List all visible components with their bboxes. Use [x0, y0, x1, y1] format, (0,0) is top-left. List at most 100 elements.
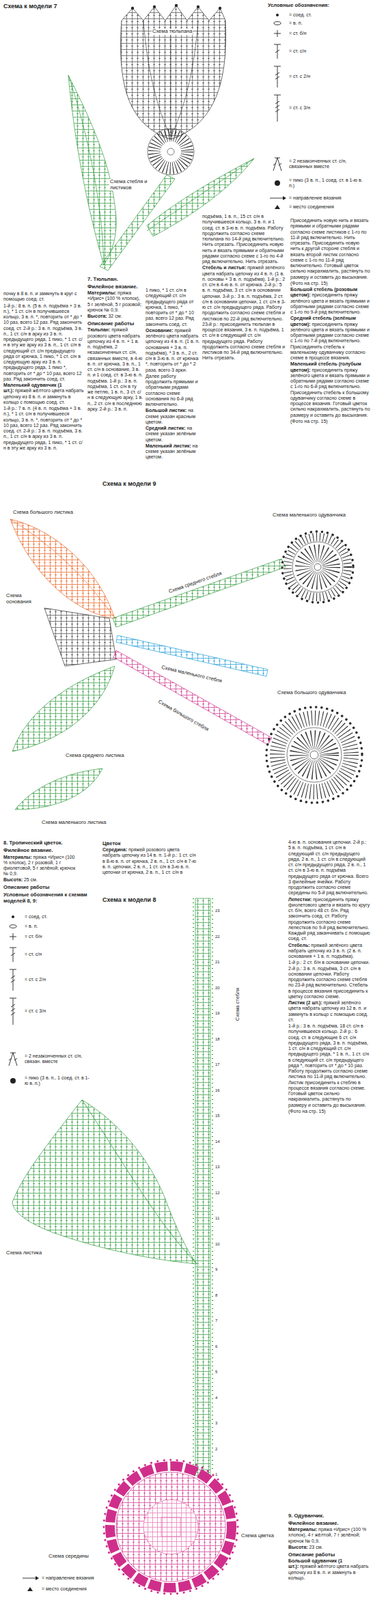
legend-text: = соед. ст. — [288, 12, 369, 18]
symbol-stroke — [273, 30, 281, 37]
legend-text: = ст. с 3/н — [288, 105, 369, 111]
symbol-stroke — [22, 1578, 36, 1579]
dandelion-charts — [10, 519, 363, 810]
legend-row: = ст. с 3/н — [3, 997, 90, 1025]
paragraph: Большой одуванчик (1 шт.):пряжей жёлтого… — [288, 1558, 371, 1581]
paragraph: Высота:23 см. — [288, 1544, 371, 1551]
row-number: 9 — [214, 1267, 218, 1273]
section-heading: Филейное вязание. — [288, 1520, 371, 1527]
bold-lead: Материалы: — [3, 854, 33, 860]
row-number-box: 23 — [214, 902, 221, 915]
stitch-symbol — [20, 1575, 40, 1581]
row-number: 16 — [214, 1088, 221, 1094]
legend-text: = пико (3 в. п., 1 соед. ст. в 1-ю в. п.… — [288, 177, 369, 190]
row-number: 11 — [214, 1216, 220, 1221]
schema-label: Схема тюльпана — [151, 28, 193, 35]
paragraph: Стебель:пряжей зелёного цвета набрать це… — [288, 942, 371, 960]
paragraph: 1 пико, * 1 ст. с/н в следующий ст. с/н … — [145, 287, 201, 328]
row-number: 4 — [214, 1395, 218, 1401]
stitch-symbol — [3, 1052, 23, 1066]
symbol-stroke — [9, 947, 17, 962]
paragraph: 1-й р.: 2 ст. б/н в основании цепочки. 2… — [288, 959, 371, 1000]
legend-row: = пико (3 в. п., 1 соед. ст. в 1-ю в. п.… — [3, 1075, 90, 1087]
stitch-symbol — [3, 914, 23, 919]
paragraph: Средний листик:на схеме указан зелёным ц… — [145, 425, 201, 443]
bold-lead: Маленький листик: — [145, 443, 192, 449]
bold-lead: Высота: — [288, 1544, 309, 1550]
text-column: Присоединить новую нить и вязать прямыми… — [290, 217, 371, 425]
paragraph: Высота:25 см. — [3, 877, 78, 883]
stem-and-leaves-chart — [68, 75, 255, 271]
paragraph: 4-ю в. п. основания цепочки. 2-й р.: 5 в… — [288, 839, 371, 897]
paragraph: Высота:32 см. — [87, 313, 144, 320]
legend-row: = место соединения — [267, 204, 369, 210]
label-box: Схема к модели 7 — [3, 2, 100, 10]
row-number-box: 9 — [214, 1261, 218, 1274]
stitch-symbol — [267, 195, 287, 201]
schema-label: Схема стебля и листиков — [109, 178, 152, 191]
row-number-box: 18 — [214, 1030, 221, 1044]
row-number: 1 — [214, 1472, 218, 1477]
row-number: 14 — [214, 1139, 221, 1145]
paragraph: Лепестки:присоединить пряжу фиолетового … — [288, 896, 371, 943]
stitch-symbol — [267, 157, 287, 171]
row-number: 5 — [214, 1369, 218, 1375]
row-number: 22 — [214, 934, 221, 940]
schema-label: Схема к модели 8 — [102, 896, 178, 904]
schema-label: Схема листика — [5, 1250, 43, 1257]
body-text: подъёма, 1 в. п., 15 ст. с/н в получивше… — [202, 213, 285, 264]
row-number-box: 4 — [214, 1389, 218, 1402]
symbol-fill — [35, 1576, 39, 1581]
text-column: 7. Тюльпан.Филейное вязание.Материалы:пр… — [87, 274, 144, 412]
legend-text: = ст. с 3/н — [24, 1008, 90, 1014]
legend-row: = соед. ст. — [267, 12, 369, 18]
rotated-label: Схема среднего стебля — [166, 565, 225, 597]
row-number: 12 — [214, 1190, 221, 1196]
symbol-fill — [11, 915, 15, 919]
body-text: 1 пико, * 1 ст. с/н в следующий ст. с/н … — [145, 287, 195, 327]
schema-label: Схема большого стебля — [156, 698, 211, 734]
row-number-box: 16 — [214, 1082, 221, 1095]
row-number: 3 — [214, 1420, 218, 1426]
body-text: 1-й р.: 7 в. п. (4 в. п. подъёма + 3 в. … — [3, 405, 83, 451]
rotated-label: Схема маленького стебля — [159, 659, 225, 686]
row-number-box: 7 — [214, 1312, 218, 1325]
tropical-flower-chart — [12, 898, 238, 1594]
symbol-stroke — [9, 924, 17, 929]
legend-row: = в. п. — [267, 20, 369, 26]
section-heading: 9. Одуванчик. — [288, 1512, 371, 1519]
legend-text: = в. п. — [24, 923, 90, 930]
stitch-symbol — [3, 1077, 23, 1085]
stitch-symbol — [3, 946, 23, 962]
stitch-symbol — [20, 1586, 40, 1592]
text-column: ЦветокСередина:пряжей розового цвета наб… — [102, 838, 199, 876]
legend-row: = пико (3 в. п., 1 соед. ст. в 1-ю в. п.… — [267, 177, 369, 190]
paragraph: Большой стебель (розовым цветом):присоед… — [290, 286, 371, 315]
legend-text: = пико (3 в. п., 1 соед. ст. в 1-ю в. п.… — [24, 1075, 90, 1087]
label-box: Условные обозначения: — [267, 2, 371, 9]
row-number: 23 — [214, 908, 221, 914]
body-text: присоединить пряжу зелёного цвета и вяза… — [290, 367, 371, 418]
row-number: 18 — [214, 1037, 221, 1042]
body-text: пряжей зелёного цвета набрать цепочку из… — [145, 327, 200, 373]
legend-text: = 2 незаконченных ст. с/н, связанных вме… — [288, 158, 369, 171]
section-heading: 8. Тропический цветок. — [3, 840, 78, 847]
schema-label: Схема большого одуванчика — [276, 689, 347, 697]
schema-label: Схема середины — [47, 1553, 90, 1560]
label-box: Схема среднего листика — [64, 747, 134, 760]
row-number-box: 17 — [214, 1056, 221, 1069]
text-column: 8. Тропический цветок.Филейное вязание.М… — [3, 838, 78, 891]
schema-label: Схема цветка — [240, 1532, 275, 1540]
legend-text: = направление вязания — [288, 195, 369, 201]
row-number: 17 — [214, 1062, 221, 1068]
text-column: почку в 8 в. п. и замкнуть в круг с помо… — [3, 290, 85, 451]
legend-row: = в. п. — [3, 923, 90, 930]
legend-text: = ст. с 2/н — [288, 73, 369, 80]
stitch-symbol — [267, 94, 287, 122]
label-box: Условные обозначения к схемам моделей 8,… — [3, 892, 91, 904]
schema-label: Условные обозначения к схемам моделей 8,… — [3, 892, 91, 904]
stitch-symbol — [267, 12, 287, 18]
legend-row: = ст. с 3/н — [267, 94, 369, 122]
label-box: Схема к модели 9 — [102, 480, 205, 488]
body-text: пряжей зелёного цвета набрать цепочку из… — [202, 265, 286, 361]
